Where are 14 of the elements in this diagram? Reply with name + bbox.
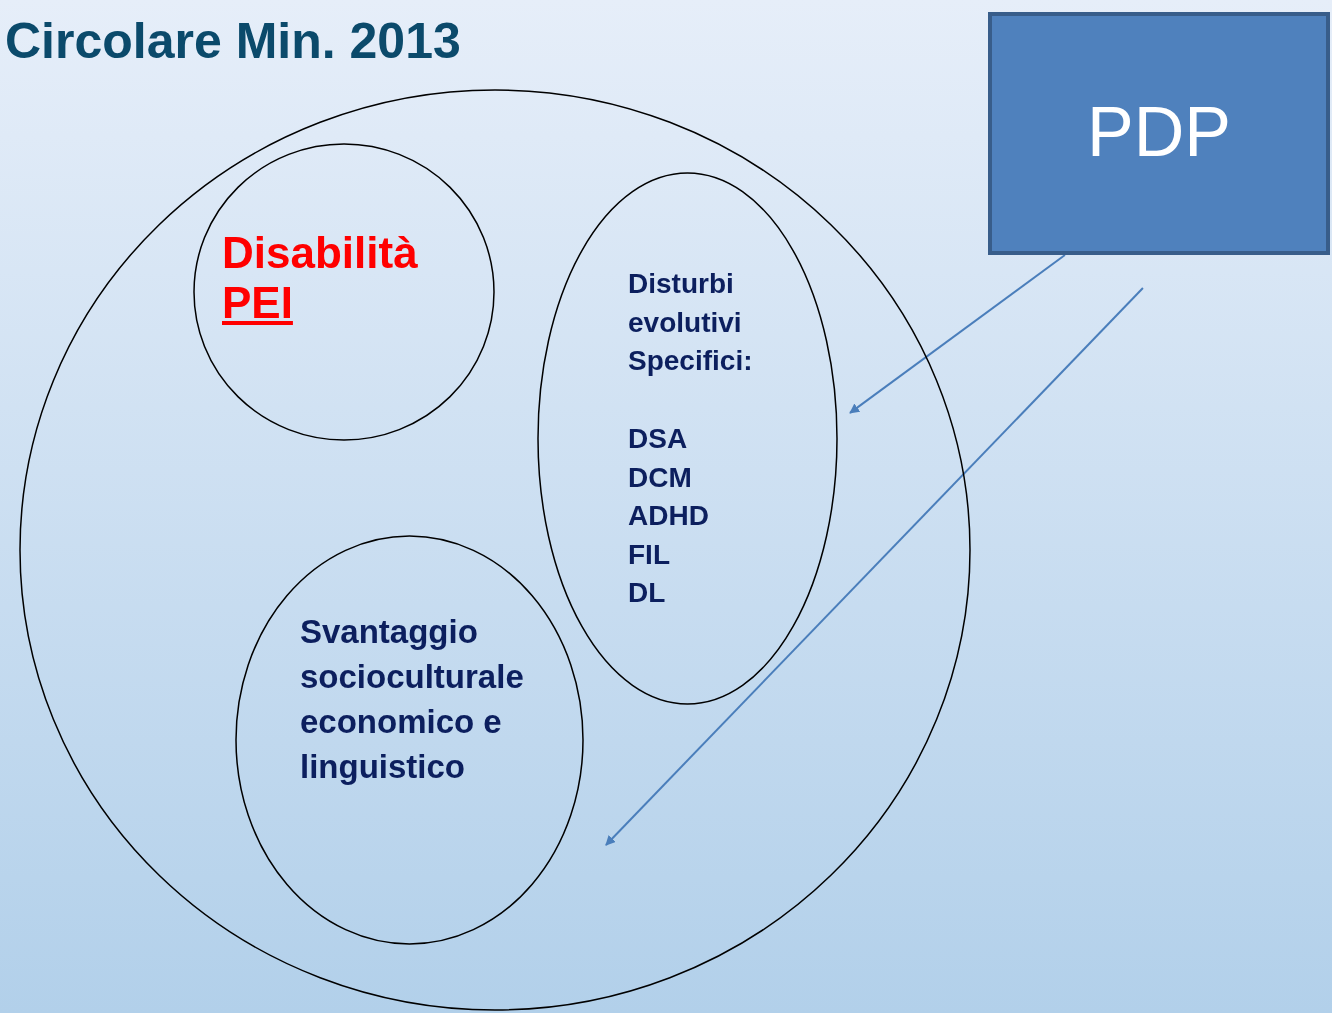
plan-label: PDP <box>1086 92 1232 172</box>
category-label: Disturbi evolutivi Specifici: <box>628 267 754 378</box>
category-label: Disabilità <box>222 229 419 277</box>
category-ellipse <box>537 172 838 705</box>
category-ellipse <box>235 535 584 945</box>
outer-circle <box>19 89 971 1011</box>
acronym-list: DSA DCM ADHD FIL DL <box>628 420 738 613</box>
document-label: PEI <box>222 279 294 327</box>
arrow <box>849 254 1066 414</box>
slide-title: Circolare Min. 2013 <box>5 12 461 70</box>
category-circle <box>193 143 495 441</box>
plan-box <box>988 12 1330 255</box>
arrow <box>605 287 1144 846</box>
category-label: Svantaggio socioculturale economico e linguistico <box>300 612 525 787</box>
